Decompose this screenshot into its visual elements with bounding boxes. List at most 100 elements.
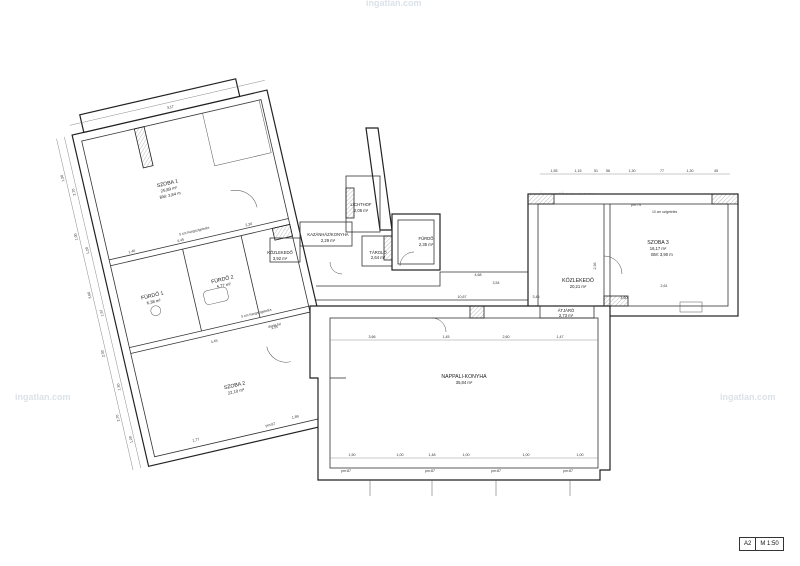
door-swing-room2 [266, 346, 291, 363]
room-height-szoba1: BM: 3,84 m [159, 190, 181, 200]
room-area-furdo: 2,35 m² [419, 242, 434, 247]
room-area-lichthof: 2,06 m² [354, 208, 369, 213]
room-label-szoba2: SZOBA 2 [224, 381, 247, 392]
room-area-furdo2: 5,77 m² [216, 281, 232, 289]
dim-left-7: 2,30 [100, 350, 105, 358]
room3-hatch-right [711, 193, 739, 205]
dim-left-2: 2,70 [71, 188, 76, 196]
dim-room3-b: 4,60 [621, 296, 628, 300]
dim-room3-c: 2,61 [661, 284, 668, 288]
top-protrusion-wall [79, 78, 241, 134]
dim-left-9: 2,70 [115, 414, 120, 422]
kazanhaz [299, 221, 353, 247]
dim-living-top-1: 3,66 [369, 335, 376, 339]
room-area-kozlekedo-large: 20,21 m² [570, 284, 587, 289]
dim-living-bottom-1: 1,50 [349, 453, 356, 457]
left-wing-inner-wall [81, 99, 335, 458]
dim-room2-bottom-a: 1,77 [192, 437, 200, 442]
dim-room2-bottom-b: 1,89 [291, 414, 299, 419]
sill-living-4: pm:87 [563, 469, 573, 473]
room-label-szoba1: SZOBA 1 [156, 178, 179, 189]
dim-living-bottom-6: 1,00 [577, 453, 584, 457]
closet-top [202, 99, 272, 167]
dim-room2-top-a: 4,45 [210, 339, 218, 344]
radiator-hint [679, 301, 703, 313]
room-area-kozlekedo-small: 3,92 m² [273, 256, 288, 261]
room-label-furdo: FÜRDŐ [419, 236, 435, 241]
core-hatch-1 [345, 187, 355, 219]
living-inner-wall [329, 317, 599, 469]
dim-top [69, 80, 265, 126]
room-label-furdo1: FÜRDŐ 1 [140, 290, 164, 302]
dim-top-8: 45 [714, 169, 718, 173]
living-outer-wall [309, 305, 611, 481]
sill-living-1: pm:87 [341, 469, 351, 473]
room-area-furdo1: 6,38 m² [146, 297, 162, 305]
dim-top-3: 51 [594, 169, 598, 173]
room-height-szoba3: BM: 3,90 m [651, 252, 673, 257]
drawing-scale: M 1:50 [755, 538, 782, 550]
dim-top-4: 56 [606, 169, 610, 173]
room-label-kozlekedo-small: KÖZLEKEDŐ [267, 250, 293, 255]
living-block: NAPPALI-KONYHA 35,84 m² ÁTJÁRÓ 2,73 m² 3… [309, 305, 611, 496]
dim-top-1: 1,55 [551, 169, 558, 173]
dim-left-6: 1,57 [99, 309, 104, 317]
wall-room1-bath [109, 218, 289, 261]
room3-hatch-bottom [603, 295, 629, 307]
wall-bath-room2 [129, 305, 309, 349]
atjaro-passage [539, 305, 595, 319]
dim-living-top-4: 1,47 [557, 335, 564, 339]
dim-top-5: 1,30 [629, 169, 636, 173]
dim-room1-lower-a: 1,40 [128, 249, 136, 254]
door-swing-furdo [399, 251, 415, 267]
note-dupla-fal: dupla fal [268, 322, 282, 329]
dim-room1-lower-b: 4,45 [177, 238, 185, 243]
door-swing-room1 [230, 190, 258, 208]
wall-bath2-hall [240, 235, 261, 318]
dim-room1-width: 3,17 [167, 104, 175, 109]
service-core: LICHTHOF 2,06 m² TÁROLÓ 2,64 m² FÜRDŐ 2,… [267, 127, 441, 275]
dim-left-8: 1,30 [116, 383, 121, 391]
room3-hatch-left [527, 193, 555, 205]
watermark-right: ingatlan.com [720, 392, 776, 402]
dim-living-bottom-3: 1,48 [429, 453, 436, 457]
note-insulation-top: 5 cm hangszigetelés [179, 226, 210, 237]
wc-hint [150, 305, 162, 316]
dim-room3-a: 2,36 [593, 263, 597, 270]
room-area-szoba3: 16,17 m² [650, 246, 667, 251]
dim-corridor-1: 4,68 [475, 273, 482, 277]
door-swing-kazan [329, 261, 343, 275]
sill-room2: pm:87 [265, 422, 276, 428]
dim-left-3: 1,00 [73, 233, 78, 241]
room-label-furdo2: FÜRDŐ 2 [211, 273, 235, 285]
room-area-nappali: 35,84 m² [456, 380, 473, 385]
room-label-atjaro: ÁTJÁRÓ [558, 308, 575, 313]
dim-left-10: 1,20 [128, 436, 133, 444]
room-label-kazanhaz: KAZÁNHÁZ/KONYHA [307, 232, 348, 237]
window-markers [369, 480, 571, 496]
room-area-tarolo: 2,64 m² [371, 255, 386, 260]
dim-left-5: 3,60 [87, 291, 92, 299]
dim-corridor-3: 10,67 [458, 295, 467, 299]
title-block: A2 M 1:50 [739, 537, 784, 551]
sheet-size: A2 [744, 541, 752, 547]
room-area-szoba1: 25,89 m² [160, 185, 178, 194]
door-swing-living [431, 317, 447, 333]
dim-left-1: 1,30 [60, 174, 65, 182]
room-label-szoba3: SZOBA 3 [647, 240, 669, 246]
dim-corridor-2: 3,54 [493, 281, 500, 285]
dim-living-bottom-5: 1,00 [523, 453, 530, 457]
room-label-lichthof: LICHTHOF [351, 202, 372, 207]
core-hatch-2 [383, 235, 393, 261]
core-diagonal-wall [365, 127, 393, 231]
window-sill-room3: pm:74 [631, 203, 641, 207]
watermark-top: ingatlan.com [366, 0, 422, 8]
door-swing-room3 [603, 255, 623, 275]
right-wing: SZOBA 3 16,17 m² BM: 3,90 m 10 cm sziget… [316, 169, 739, 317]
dim-corridor-4: 3,46 [533, 295, 540, 299]
room-label-kozlekedo-large: KÖZLEKEDŐ [562, 277, 594, 284]
note-insulation-room3: 10 cm szigetelés [652, 210, 678, 214]
dim-living-bottom-4: 1,00 [463, 453, 470, 457]
living-hatch [469, 305, 485, 319]
